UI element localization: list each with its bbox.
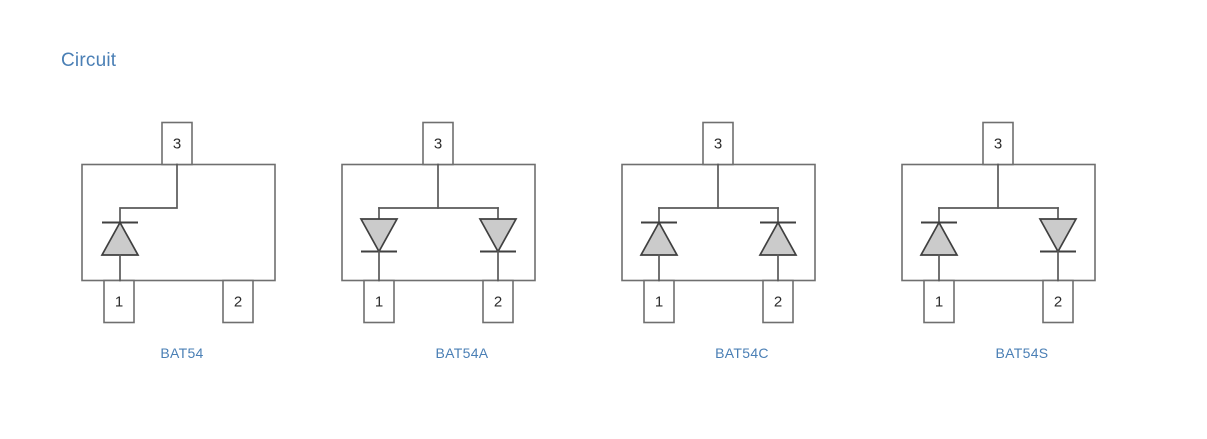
circuit-bat54-svg: 3 1 2: [81, 121, 276, 324]
diode-d2-triangle: [1038, 218, 1078, 254]
pin-number-1: 1: [115, 293, 123, 310]
circuit-bat54a-svg: 3 1 2: [341, 121, 536, 324]
page-title: Circuit: [61, 50, 117, 71]
diode-d1-triangle: [359, 218, 399, 254]
pin-box-2: [1042, 279, 1074, 324]
circuit-bat54c: 3 1 2 BAT54C: [602, 105, 882, 395]
circuit-bat54a: 3 1 2 BAT54A: [322, 105, 602, 395]
pin-box-2: [222, 279, 254, 324]
part-label: BAT54C: [715, 345, 769, 361]
pin-number-3: 3: [434, 135, 442, 152]
pin-box-1: [363, 279, 395, 324]
circuit-bat54c-svg: 3 1 2: [621, 121, 816, 324]
pin-number-3: 3: [994, 135, 1002, 152]
diode-d2-triangle: [478, 218, 518, 254]
pin-number-1: 1: [655, 293, 663, 310]
pin-box-2: [762, 279, 794, 324]
diode-d1-triangle: [639, 220, 679, 256]
circuit-diagram-row: 3 1 2 BAT54 3 1 2: [0, 105, 1207, 395]
pin-box-1: [103, 279, 135, 324]
pin-box-3: [702, 121, 734, 166]
part-label: BAT54A: [435, 345, 489, 361]
diode-d1-triangle: [100, 220, 140, 256]
pin-number-2: 2: [234, 293, 242, 310]
diode-d1-triangle: [919, 220, 959, 256]
pin-box-1: [923, 279, 955, 324]
circuit-bat54s: 3 1 2 BAT54S: [882, 105, 1162, 395]
pin-number-1: 1: [935, 293, 943, 310]
pin-box-3: [982, 121, 1014, 166]
wire-pin3-to-cathode: [119, 163, 178, 224]
pin-number-2: 2: [774, 293, 782, 310]
pin-box-1: [643, 279, 675, 324]
part-label: BAT54: [160, 345, 204, 361]
pin-number-3: 3: [714, 135, 722, 152]
pin-number-2: 2: [1054, 293, 1062, 310]
circuit-bat54: 3 1 2 BAT54: [42, 105, 322, 395]
diode-d2-triangle: [758, 220, 798, 256]
part-label: BAT54S: [995, 345, 1049, 361]
pin-number-3: 3: [173, 135, 181, 152]
circuit-bat54s-svg: 3 1 2: [901, 121, 1096, 324]
pin-number-1: 1: [375, 293, 383, 310]
pin-number-2: 2: [494, 293, 502, 310]
